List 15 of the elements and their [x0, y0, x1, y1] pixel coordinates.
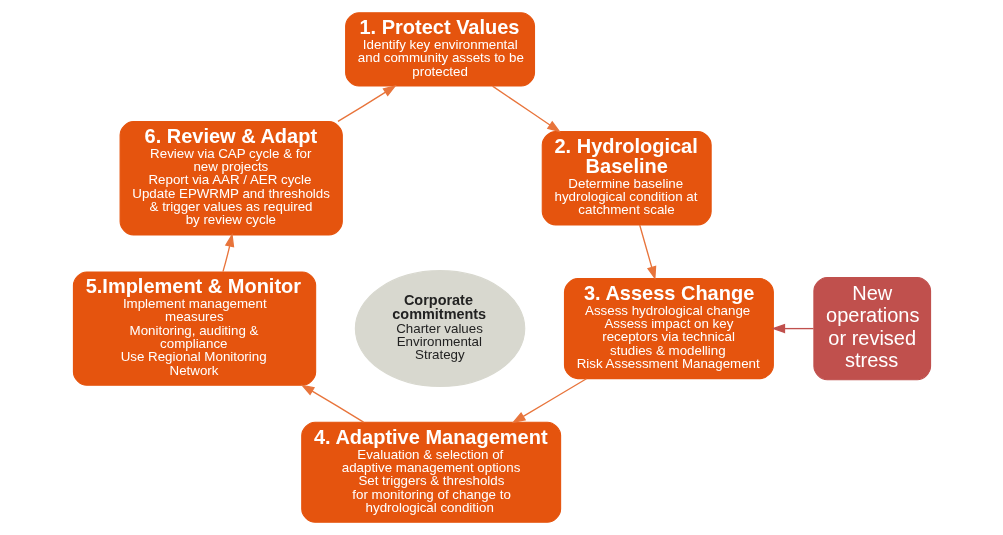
arrow [300, 384, 364, 423]
node-ellipse: Corporate commitments Charter values Environmental Strategy [354, 270, 525, 388]
node-box: 4. Adaptive Management Evaluation & selection of adaptive management options Set triggers & thresholds for monitoring of change to hydrological condition [300, 421, 561, 523]
arrow [770, 323, 814, 334]
node-box: 1. Protect Values Identify key environmental and community assets to be protected [344, 12, 535, 87]
node-box: 2. Hydrological Baseline Determine baseline hydrological condition at catchment scale [541, 131, 712, 226]
arrow [336, 85, 397, 123]
arrow [491, 85, 561, 133]
node-box: 3. Assess Change Assess hydrological change Assess impact on key receptors via technical studies & modelling Risk Assessment Management [563, 278, 774, 380]
arrow [221, 232, 234, 273]
node-box: 5.Implement & Monitor Implement management measures Monitoring, auditing & compliance Use Regional Monitoring Network [72, 271, 316, 386]
node-box: New operations or revised stress [812, 276, 931, 381]
arrow [511, 378, 587, 424]
node-box: 6. Review & Adapt Review via CAP cycle & for new projects Report via AAR / AER cycle Update EPWRMP and thresholds & trigger values as required by review cycle [119, 121, 343, 236]
arrow [638, 224, 656, 281]
